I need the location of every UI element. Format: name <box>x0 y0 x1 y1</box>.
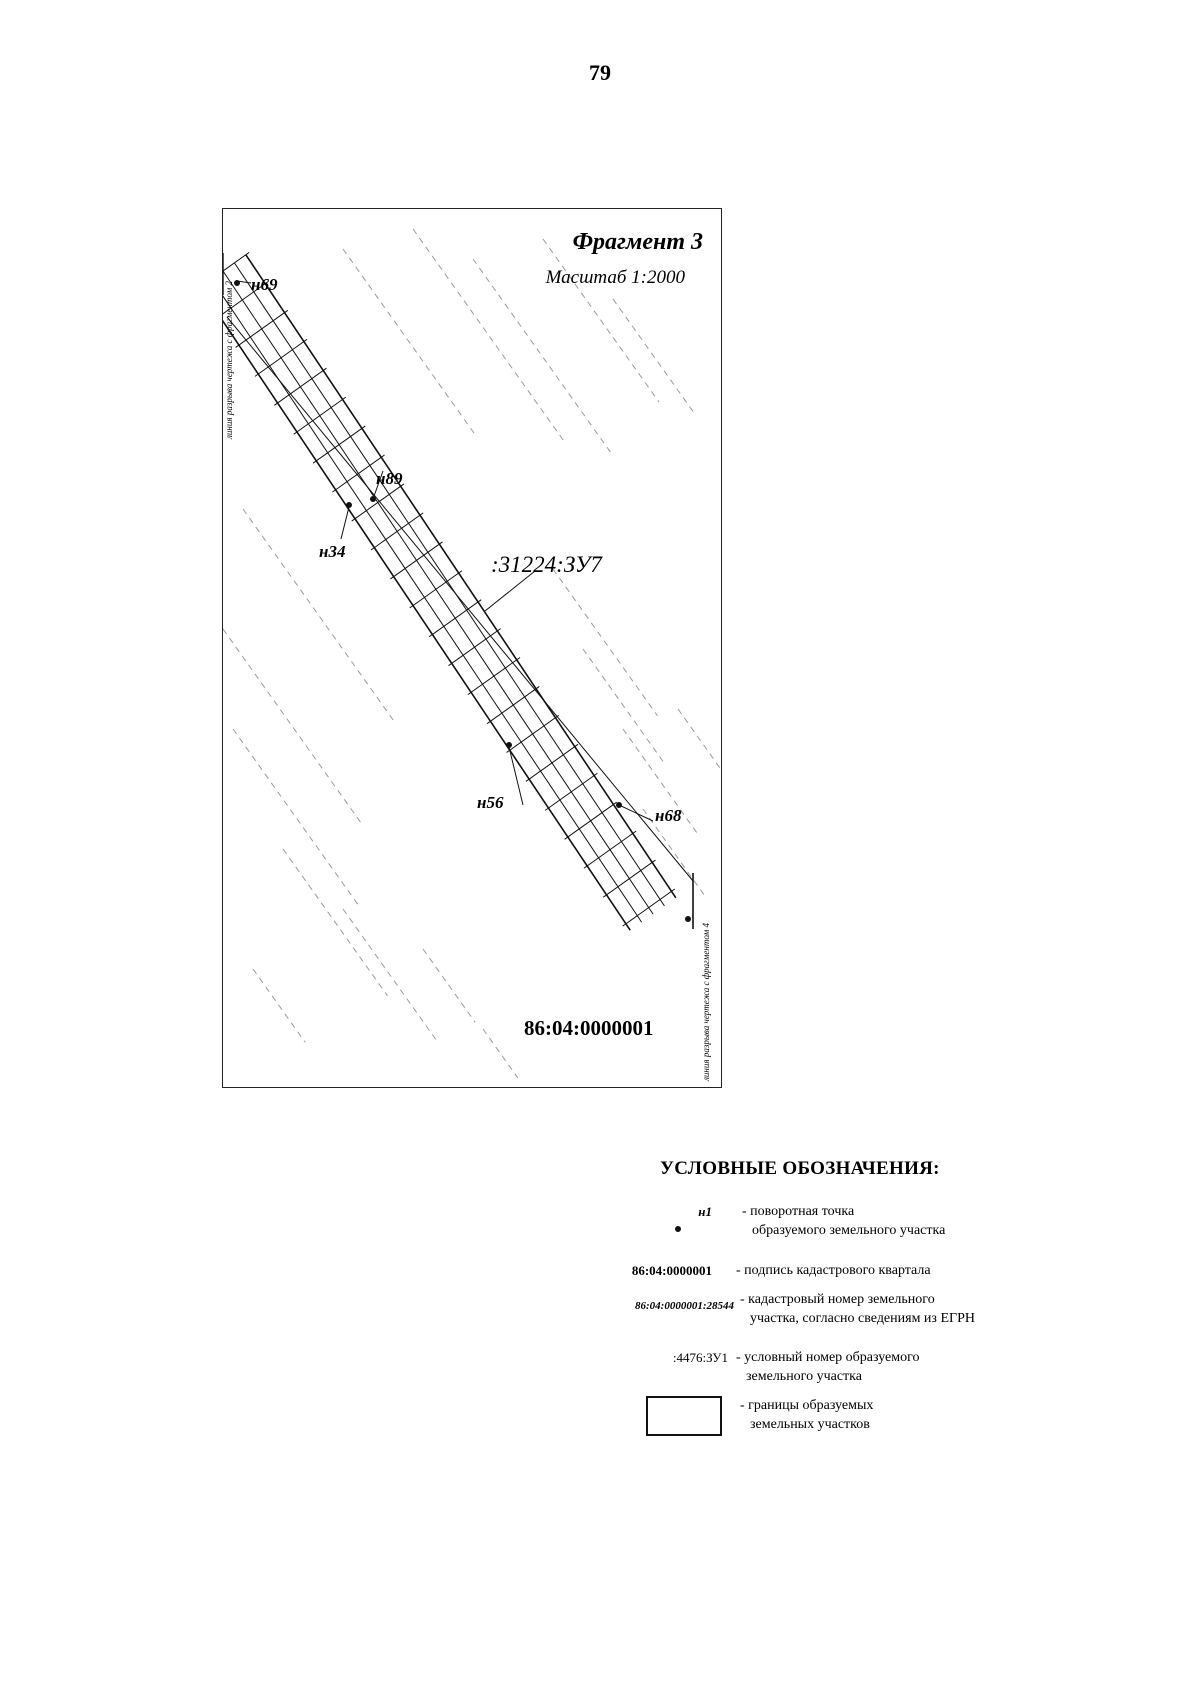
background-line <box>342 908 437 1040</box>
legend-conditional-desc-line1: - условный номер образуемого <box>736 1350 920 1365</box>
leader-n89 <box>372 470 384 500</box>
strip-cross-line <box>223 252 250 272</box>
strip-cross-line <box>254 338 308 377</box>
background-line <box>223 628 363 825</box>
legend-boundary-desc-line2: земельных участков <box>750 1417 870 1432</box>
map-fragment: Фрагмент 3 Масштаб 1:2000 линия разрыва … <box>222 208 722 1088</box>
point-label-n34: н34 <box>319 542 346 561</box>
strip-cross-line <box>293 396 347 435</box>
background-line <box>552 568 658 716</box>
legend-point-desc: - поворотная точка образуемого земельног… <box>742 1202 945 1240</box>
background-line <box>412 228 565 442</box>
turning-point-dot <box>685 916 691 922</box>
strip-line <box>245 254 677 899</box>
legend-boundary-desc: - границы образуемых земельных участков <box>740 1396 873 1434</box>
background-line <box>642 808 708 899</box>
strip-cross-line <box>351 483 405 522</box>
map-scale: Масштаб 1:2000 <box>545 267 685 288</box>
legend-point-desc-line2: образуемого земельного участка <box>752 1223 946 1238</box>
strip-cross-line <box>525 743 579 782</box>
break-line-note-right: линия разрыва чертежа с фрагментом 4 <box>701 923 711 1081</box>
strip-line <box>223 270 654 915</box>
background-line <box>342 248 477 437</box>
leader-n56 <box>508 746 524 806</box>
background-line <box>472 258 613 455</box>
cadastral-quarter-label: 86:04:0000001 <box>524 1016 654 1040</box>
strip-cross-line <box>602 859 656 898</box>
page-number: 79 <box>589 60 611 85</box>
strip-line <box>223 295 643 923</box>
strip-cross-line <box>544 772 598 811</box>
strip-cross-line <box>409 570 463 609</box>
background-line <box>242 508 395 722</box>
leader-n69 <box>236 280 252 284</box>
legend-cadastral-desc: - кадастровый номер земельного участка, … <box>740 1290 975 1328</box>
legend-boundary-desc-line1: - границы образуемых <box>740 1398 874 1413</box>
background-line <box>542 238 660 403</box>
legend-conditional-desc-line2: земельного участка <box>746 1369 862 1384</box>
point-label-n69: н69 <box>251 275 278 294</box>
turning-point-dot <box>346 502 352 508</box>
strip-cross-line <box>583 830 637 869</box>
strip-line <box>233 262 665 907</box>
strip-cross-line <box>506 714 559 753</box>
turning-point-dot <box>506 742 512 748</box>
turning-points <box>234 280 691 922</box>
background-line <box>612 298 695 414</box>
strip-cross-line <box>428 599 482 638</box>
boundary-rectangle-icon <box>646 1396 722 1436</box>
legend-cadastral-desc-line1: - кадастровый номер земельного <box>740 1292 935 1307</box>
leader-parcel-label <box>484 570 536 612</box>
background-line <box>422 948 476 1023</box>
legend-quarter-symbol: 86:04:0000001 <box>631 1263 712 1278</box>
legend-cadastral-desc-line2: участка, согласно сведениям из ЕГРН <box>750 1311 975 1326</box>
parcel-conditional-number: :31224:ЗУ7 <box>491 552 602 577</box>
strip-diagonal-line <box>226 316 694 882</box>
strip-cross-line <box>486 686 540 724</box>
strip-cross-line <box>223 280 269 315</box>
strip-cross-line <box>390 541 443 580</box>
legend-conditional-symbol: :4476:ЗУ1 <box>672 1350 728 1365</box>
legend-conditional-desc: - условный номер образуемого земельного … <box>736 1348 920 1386</box>
legend-quarter-desc-line1: - подпись кадастрового квартала <box>736 1263 931 1278</box>
fragment-title: Фрагмент 3 <box>572 229 703 255</box>
background-line <box>252 968 306 1043</box>
strip-cross-line <box>235 309 289 348</box>
strip-cross-line <box>370 512 424 551</box>
background-dashed-lines <box>223 228 720 1079</box>
background-line <box>282 848 388 996</box>
map-drawing <box>223 228 720 1079</box>
leader-n68 <box>618 804 654 822</box>
point-label-n89: н89 <box>376 469 403 488</box>
background-line <box>677 708 720 769</box>
legend-cadastral-symbol: 86:04:0000001:28544 <box>635 1300 734 1312</box>
legend-title: УСЛОВНЫЕ ОБОЗНАЧЕНИЯ: <box>660 1158 940 1179</box>
background-line <box>232 728 362 909</box>
strip-cross-line <box>312 425 366 464</box>
strip-cross-line <box>448 628 501 667</box>
break-line-note-left: линия разрыва чертежа с фрагментом 2 <box>224 281 234 439</box>
strip-cross-line <box>274 367 327 406</box>
legend-point-desc-line1: - поворотная точка <box>742 1204 855 1219</box>
strip-cross-line <box>332 454 385 493</box>
parcel-strip <box>223 252 694 931</box>
background-line <box>582 648 665 764</box>
label-leaders <box>236 280 654 822</box>
leader-n34 <box>340 506 350 540</box>
point-label-n68: н68 <box>655 806 682 825</box>
point-label-n56: н56 <box>477 793 504 812</box>
legend-quarter-desc: - подпись кадастрового квартала <box>736 1261 931 1280</box>
legend-point-symbol-label: н1 <box>698 1204 712 1219</box>
strip-line <box>223 319 631 931</box>
turning-point-dot-icon <box>675 1226 681 1232</box>
strip-cross-line <box>467 657 521 696</box>
background-line <box>482 1028 519 1079</box>
strip-cross-line <box>564 801 618 840</box>
strip-cross-line <box>622 888 676 927</box>
